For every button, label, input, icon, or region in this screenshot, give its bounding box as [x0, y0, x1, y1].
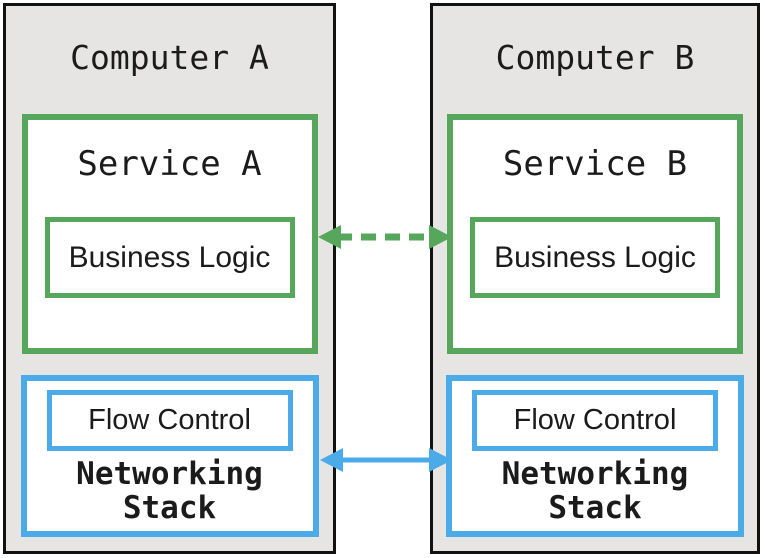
service-a-title: Service A — [77, 143, 262, 184]
flow-control-b-label: Flow Control — [513, 403, 677, 436]
business-logic-a-label: Business Logic — [68, 240, 271, 274]
service-b-title: Service B — [502, 143, 688, 184]
flow-control-a-label: Flow Control — [88, 403, 251, 436]
networking-stack-b-box: Flow Control Networking Stack — [446, 374, 744, 537]
networking-stack-b-title: Networking Stack — [501, 455, 689, 526]
computer-a-box: Computer A Service A Business Logic Flow… — [3, 3, 336, 554]
networking-stack-a-box: Flow Control Networking Stack — [20, 374, 319, 537]
business-logic-b-box: Business Logic — [470, 217, 720, 299]
business-logic-b-label: Business Logic — [494, 240, 696, 274]
flow-control-b-box: Flow Control — [472, 389, 718, 451]
computer-b-title: Computer B — [495, 38, 695, 77]
networking-stack-a-title: Networking Stack — [76, 455, 263, 526]
service-a-box: Service A Business Logic — [21, 113, 318, 354]
computer-b-box: Computer B Service B Business Logic Flow… — [430, 3, 760, 554]
flow-control-a-box: Flow Control — [46, 389, 293, 451]
business-logic-a-box: Business Logic — [44, 217, 295, 299]
service-b-box: Service B Business Logic — [447, 113, 743, 354]
computer-a-title: Computer A — [70, 38, 269, 77]
